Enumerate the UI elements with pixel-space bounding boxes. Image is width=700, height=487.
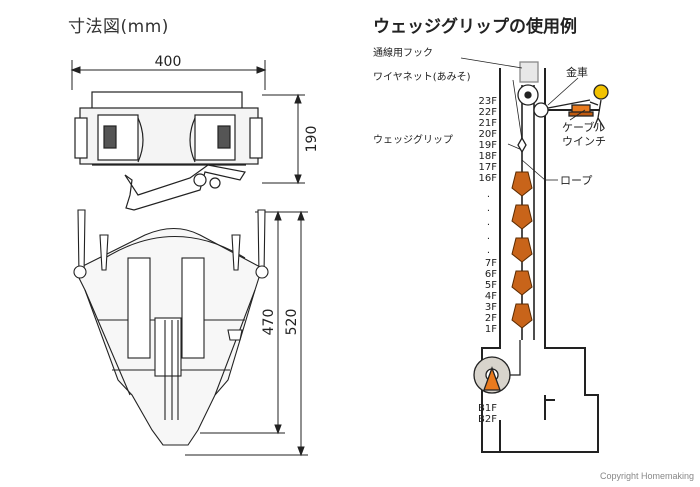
- wedge-grip-4: [511, 270, 533, 296]
- floor-label: 17F: [479, 162, 498, 173]
- width-dimension-label: 400: [155, 54, 182, 70]
- floor-label: 6F: [485, 269, 497, 280]
- wire-net: [517, 136, 527, 154]
- dimension-drawing-heading: 寸法図(mm): [68, 17, 169, 37]
- floor-label: 5F: [485, 280, 497, 291]
- svg-text:·: ·: [487, 234, 490, 245]
- label-winch-line2: ウインチ: [562, 135, 606, 148]
- svg-text:·: ·: [487, 206, 490, 217]
- floor-label: 2F: [485, 313, 497, 324]
- floor-label-basement: B2F: [478, 414, 497, 425]
- wedge-grip-2: [511, 204, 533, 230]
- floor-label: 16F: [479, 173, 498, 184]
- copyright: Copyright Homemaking: [599, 471, 694, 481]
- label-rope: ロープ: [560, 174, 592, 187]
- floor-label: 3F: [485, 302, 497, 313]
- svg-text:·: ·: [487, 220, 490, 231]
- reel-stand: [483, 366, 501, 391]
- grip-front-view: [73, 209, 269, 446]
- inner-height-dimension-label: 470: [261, 309, 277, 336]
- outer-height-dimension-label: 520: [284, 309, 300, 336]
- pulley: [533, 102, 549, 118]
- label-pulley: 金車: [566, 65, 588, 79]
- svg-text:·: ·: [487, 248, 490, 259]
- label-hook: 通線用フック: [373, 46, 433, 59]
- pulling-hook: [519, 61, 539, 83]
- grip-top-view: [74, 91, 263, 211]
- label-wedge-grip: ウェッジグリップ: [373, 133, 453, 146]
- floor-label: 22F: [479, 107, 498, 118]
- usage-example-heading: ウェッジグリップの使用例: [373, 17, 577, 37]
- wedge-grip-5: [511, 303, 533, 329]
- worker-helmet: [593, 84, 609, 100]
- wedge-grips: [511, 171, 533, 329]
- wedge-grip-3: [511, 237, 533, 263]
- label-winch-line1: ケーブル: [562, 120, 605, 134]
- floor-label: 20F: [479, 129, 498, 140]
- top-height-dimension-label: 190: [304, 126, 320, 153]
- floor-label-basement: B1F: [478, 403, 497, 414]
- floor-label: 21F: [479, 118, 498, 129]
- floor-label: 23F: [479, 96, 498, 107]
- label-wire-net: ワイヤネット(あみそ): [373, 71, 471, 83]
- floor-label: 7F: [485, 258, 497, 269]
- floor-label: 18F: [479, 151, 498, 162]
- floor-label: 4F: [485, 291, 497, 302]
- floor-label: 19F: [479, 140, 498, 151]
- wedge-grip-1: [511, 171, 533, 197]
- svg-text:·: ·: [487, 192, 490, 203]
- floor-label: 1F: [485, 324, 497, 335]
